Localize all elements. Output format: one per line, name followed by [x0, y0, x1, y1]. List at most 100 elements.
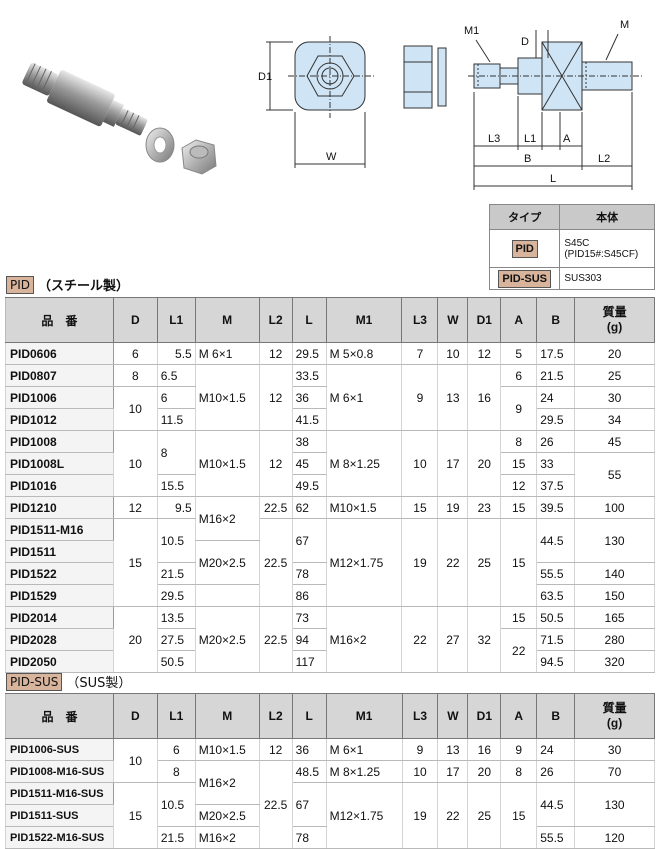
table-cell: 25	[574, 364, 655, 387]
col-L1: L1	[156, 297, 196, 343]
table-cell: 22.5	[258, 606, 293, 673]
table-cell: 26	[536, 760, 576, 783]
table-cell: M12×1.75	[325, 518, 403, 607]
table-cell: M 8×1.25	[325, 760, 403, 783]
part-number: PID2014	[5, 606, 114, 629]
table-cell: M20×2.5	[194, 606, 260, 673]
table-cell: M 6×1	[194, 342, 260, 365]
table-cell: 11.5	[156, 408, 196, 431]
col-M1: M1	[325, 693, 403, 739]
table-cell: 15	[112, 518, 158, 607]
table-cell: 16	[467, 738, 502, 761]
table-cell: M20×2.5	[194, 540, 260, 585]
label-L3: L3	[488, 133, 500, 145]
table-cell: PID	[488, 229, 561, 268]
material-body: SUS303	[559, 267, 655, 290]
table-cell: M 5×0.8	[325, 342, 403, 365]
table-cell: 130	[574, 518, 655, 563]
label-L2: L2	[598, 153, 610, 165]
col-L3: L3	[401, 297, 439, 343]
table-cell: 27.5	[156, 628, 196, 651]
table-cell: 22.5	[258, 760, 293, 849]
table-cell: M10×1.5	[194, 364, 260, 431]
table-cell: 15	[112, 782, 158, 849]
table-cell: 22	[437, 782, 469, 849]
table-cell: 21.5	[156, 562, 196, 585]
table-row: PID1016 15.5 49.5 12 37.5	[5, 474, 655, 497]
table-cell: 33	[536, 452, 576, 475]
sus-title: （SUS製）	[66, 676, 132, 691]
col-L3: L3	[401, 693, 439, 739]
table-cell: 67	[291, 518, 327, 563]
col-B: B	[536, 693, 576, 739]
table-cell: 25	[467, 782, 502, 849]
table-cell: M 6×1	[325, 364, 403, 431]
table-row: PID2028 27.5 94 22 71.5 280	[5, 628, 655, 673]
part-number: PID1529	[5, 584, 114, 607]
table-cell: M16×2	[194, 760, 260, 805]
table-cell: 24	[536, 738, 576, 761]
table-cell: 150	[574, 584, 655, 607]
table-cell: 8	[112, 364, 158, 387]
part-number: PID1008-M16-SUS	[5, 760, 114, 783]
table-cell: 50.5	[156, 650, 196, 673]
table-cell: 12	[258, 738, 293, 761]
table-cell: 5.5	[156, 342, 196, 365]
table-cell: 17.5	[536, 342, 576, 365]
table-cell: 12	[258, 364, 293, 431]
table-cell: 13.5	[156, 606, 196, 629]
col-W: W	[437, 297, 469, 343]
dimension-drawing: D1 W D M1 M	[258, 19, 642, 190]
table-cell: 23	[467, 496, 502, 519]
table-cell: 30	[574, 738, 655, 761]
table-cell: 24	[536, 386, 576, 409]
table-row: PID1511-M16 15 10.5 22.5 67 M12×1.75 19 …	[5, 518, 655, 607]
col-L1: L1	[156, 693, 196, 739]
table-cell: 94.5	[536, 650, 576, 673]
label-D: D	[521, 36, 529, 48]
table-cell: 55.5	[536, 826, 576, 849]
part-number: PID1522	[5, 562, 114, 585]
label-A: A	[563, 133, 571, 145]
table-row: PID1511 M20×2.5	[5, 540, 655, 585]
col-D1: D1	[467, 693, 502, 739]
table-cell: 17	[437, 430, 469, 497]
sus-tag: PID-SUS	[6, 672, 63, 691]
col-A: A	[500, 297, 538, 343]
material-table: タイプ 本体 PID S45C (PID15#:S45CF) PID-SUS S…	[488, 204, 655, 290]
table-cell: 34	[574, 408, 655, 431]
col-M1: M1	[325, 297, 403, 343]
table-cell: 9	[500, 738, 538, 761]
table-cell: 9	[401, 364, 439, 431]
table-cell: 29.5	[156, 584, 196, 607]
table-cell: 15	[500, 452, 538, 475]
table-cell: 320	[574, 650, 655, 673]
table-cell: 10.5	[156, 782, 196, 827]
part-number: PID1008L	[5, 452, 114, 475]
part-number: PID1006-SUS	[5, 738, 114, 761]
table-cell: 140	[574, 562, 655, 585]
label-L1: L1	[524, 133, 536, 145]
product-photo	[22, 62, 217, 175]
front-view: D1 W	[258, 36, 374, 168]
table-cell: 9	[401, 738, 439, 761]
table-cell: 10	[112, 386, 158, 431]
table-cell: M10×1.5	[194, 430, 260, 497]
table-cell: 13	[437, 738, 469, 761]
label-M1: M1	[464, 25, 479, 37]
header-body: 本体	[559, 204, 655, 230]
col-part-number: 品 番	[5, 297, 114, 343]
table-cell: 44.5	[536, 518, 576, 563]
sus-section-title: PID-SUS （SUS製）	[6, 672, 131, 691]
col-L2: L2	[258, 693, 293, 739]
col-W: W	[437, 693, 469, 739]
table-cell: 55.5	[536, 562, 576, 585]
table-cell: 22	[500, 628, 538, 673]
table-row: PID0606 6 5.5 M 6×1 12 29.5 M 5×0.8 7 10…	[5, 342, 655, 365]
table-cell: 20	[574, 342, 655, 365]
table-cell: 41.5	[291, 408, 327, 431]
table-cell: 26	[536, 430, 576, 453]
table-cell: 30	[574, 386, 655, 409]
part-number: PID1006	[5, 386, 114, 409]
table-cell: 21.5	[156, 826, 196, 849]
